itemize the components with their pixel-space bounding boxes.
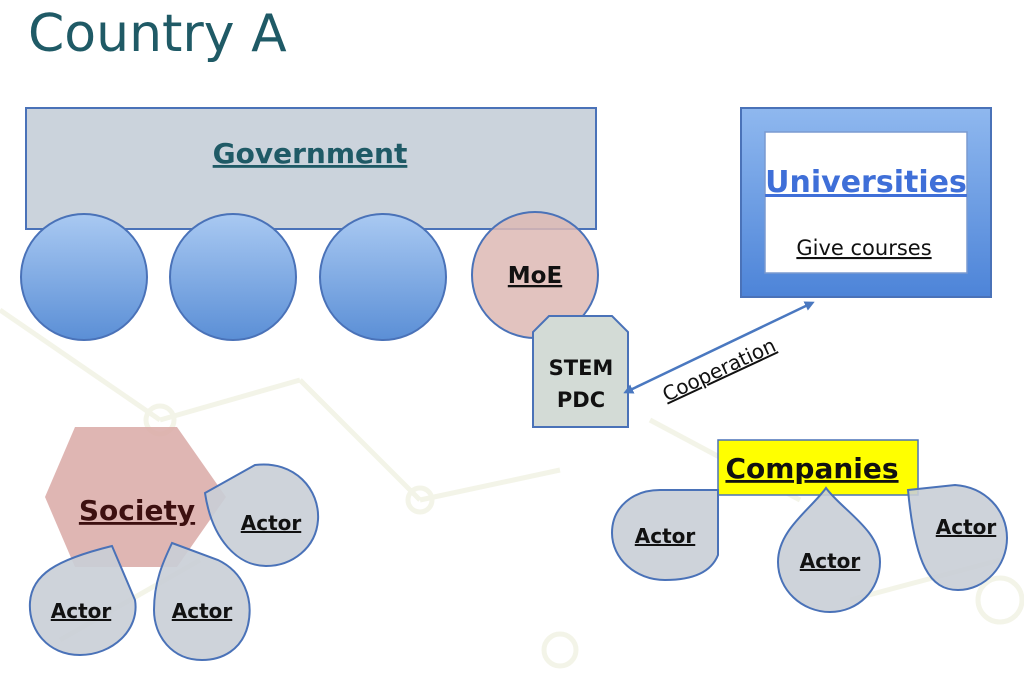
universities-inner-panel	[764, 131, 968, 274]
society-actor-mid-label: Actor	[172, 599, 233, 623]
companies-actor-left-label: Actor	[635, 524, 696, 548]
society-actor-left-label: Actor	[51, 599, 112, 623]
companies-actor-mid	[776, 486, 882, 614]
ministry-circle-2	[169, 213, 297, 341]
society-actor-right-label: Actor	[241, 511, 302, 535]
society-actor-left	[28, 544, 137, 657]
government-box	[25, 107, 597, 230]
companies-label: Companies	[725, 452, 898, 485]
companies-actor-right-label: Actor	[936, 515, 997, 539]
universities-label: Universities	[765, 165, 967, 200]
ministry-circle-1	[20, 213, 148, 341]
moe-label: MoE	[508, 263, 562, 289]
stem-pdc-box	[532, 315, 629, 428]
cooperation-label: Cooperation	[659, 333, 780, 406]
society-actor-mid	[152, 541, 251, 662]
society-hexagon	[45, 427, 226, 567]
stem-label-line2: PDC	[557, 388, 605, 412]
companies-box	[717, 439, 919, 496]
companies-actor-right	[906, 483, 1009, 592]
society-actor-right	[203, 463, 320, 568]
stem-label-line1: STEM	[549, 356, 614, 380]
ministry-circle-3	[319, 213, 447, 341]
society-label: Society	[79, 494, 195, 527]
companies-actor-left	[610, 489, 719, 582]
government-label: Government	[213, 137, 408, 170]
cooperation-arrow	[623, 301, 815, 394]
universities-sublabel: Give courses	[796, 236, 931, 260]
companies-actor-mid-label: Actor	[800, 549, 861, 573]
page-title: Country A	[28, 4, 287, 64]
